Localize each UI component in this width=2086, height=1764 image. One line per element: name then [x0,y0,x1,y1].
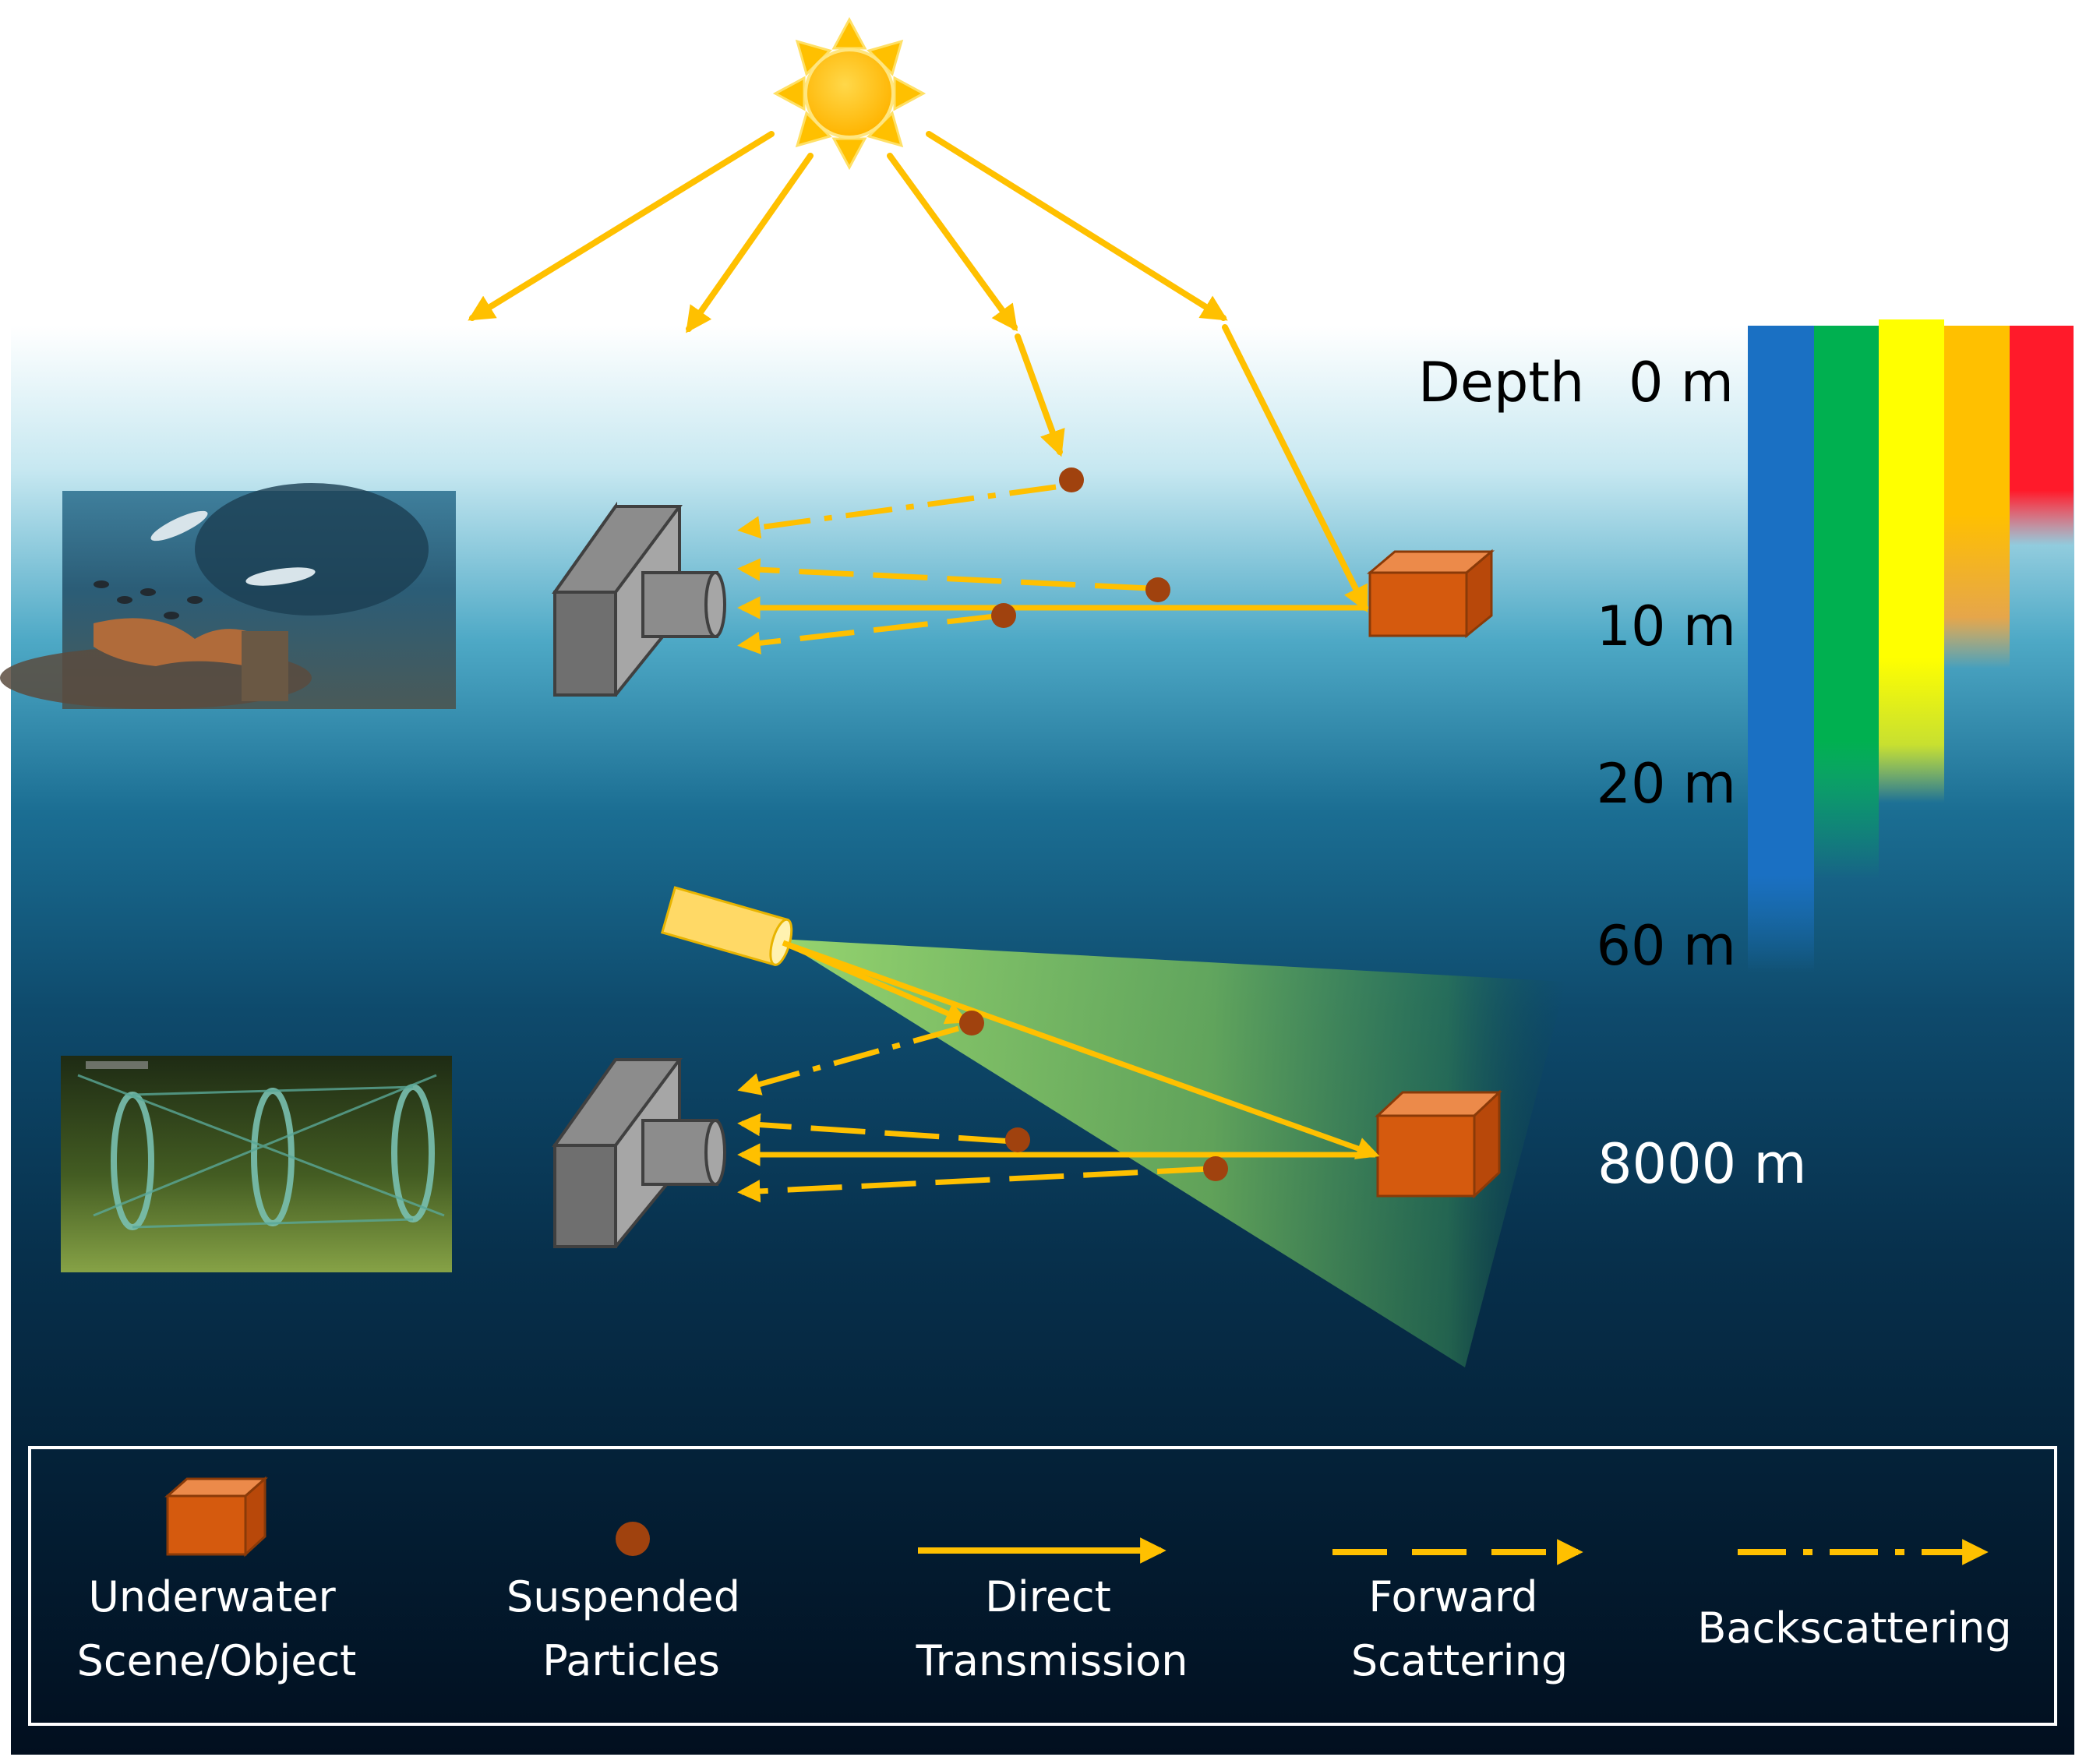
band-red [2010,326,2074,545]
band-orange [1944,326,2010,669]
deep-scene-rays [737,940,1380,1203]
legend: Underwater Scene/Object Suspended Partic… [28,1446,2057,1726]
particle-icon [1203,1156,1228,1181]
band-blue [1748,326,1814,972]
sun-ray-2 [686,153,814,333]
camera-deep-icon [552,1058,726,1248]
legend-item-forward: Forward Scattering [1332,1539,1583,1685]
depth-label-8000m: 8000 m [1597,1132,1807,1196]
deep-forward-ray-1 [737,1113,1014,1145]
legend-label-object-1: Underwater [88,1572,336,1621]
shallow-forward-ray-2 [737,612,1002,654]
legend-label-direct-1: Direct [985,1572,1111,1621]
legend-item-direct: Direct Transmission [916,1537,1188,1685]
legend-item-object: Underwater Scene/Object [77,1476,357,1685]
legend-item-backscatter: Backscattering [1697,1539,2012,1653]
deep-backscatter-ray [737,1025,959,1095]
beam-ray-to-object [782,940,1380,1159]
particle-icon [991,603,1016,628]
band-yellow [1879,319,1944,803]
legend-label-direct-2: Transmission [916,1636,1188,1685]
legend-label-backscatter: Backscattering [1697,1603,2011,1653]
beam-ray-to-particle [782,940,969,1025]
sunlight-rays [468,131,1368,613]
shallow-forward-ray-1 [737,558,1150,591]
depth-title: Depth [1418,351,1584,415]
shallow-particles [991,467,1170,628]
legend-item-particles: Suspended Particles [506,1522,740,1685]
particle-icon [1005,1127,1030,1152]
depth-label-60m: 60 m [1596,914,1736,978]
diver-reef-photo [0,483,456,709]
shallow-scene-rays [737,484,1368,654]
deep-particles [959,1011,1228,1181]
depth-color-bands [1748,319,2074,972]
particle-icon [1145,577,1170,602]
deep-forward-ray-2 [737,1166,1212,1203]
legend-label-forward-2: Scattering [1351,1636,1568,1685]
camera-shallow-icon [552,501,726,697]
particle-icon [959,1011,984,1035]
orange-cube-icon [164,1476,268,1558]
sun-icon [772,16,927,171]
artificial-light-icon [660,886,793,966]
brown-dot-icon [616,1522,650,1556]
deep-sea-cage-photo [61,1056,452,1272]
object-shallow-icon [1366,549,1495,639]
sun-ray-3 [887,153,1018,332]
sun-ray-to-particle [1015,333,1065,457]
legend-label-object-2: Scene/Object [77,1636,357,1685]
legend-label-particles-2: Particles [542,1636,720,1685]
depth-labels: Depth 0 m 10 m 20 m 60 m 8000 m [1418,351,1807,1196]
sun-ray-to-object [1222,324,1368,613]
legend-label-forward-1: Forward [1368,1572,1537,1621]
depth-label-20m: 20 m [1596,752,1736,816]
sun-ray-1 [468,131,775,321]
legend-box [28,1446,2057,1726]
band-green [1814,326,1879,879]
object-deep-icon [1375,1089,1502,1199]
depth-label-0m: 0 m [1629,351,1734,415]
depth-label-10m: 10 m [1596,594,1736,658]
particle-icon [1059,467,1084,492]
legend-label-particles-1: Suspended [506,1572,740,1621]
shallow-backscatter-ray [737,484,1057,539]
sun-ray-4 [926,131,1228,321]
